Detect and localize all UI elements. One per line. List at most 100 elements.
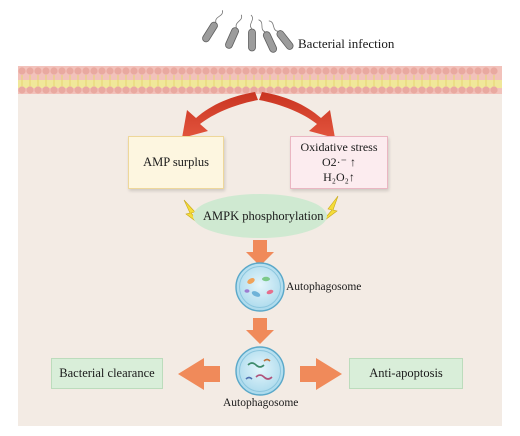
lipid-head [282,67,290,75]
ampk-ellipse [193,194,327,238]
lipid-head [106,86,114,94]
lipid-head [154,67,162,75]
lipid-head [426,67,434,75]
lipid-head [82,86,90,94]
lipid-head [450,67,458,75]
lipid-head [474,86,482,94]
bacterial-clearance-label: Bacterial clearance [59,366,155,380]
lipid-head [138,67,146,75]
lipid-head [178,86,186,94]
lipid-head [74,86,82,94]
lipid-head [474,67,482,75]
lipid-head [314,86,322,94]
lipid-head [266,67,274,75]
lipid-head [114,86,122,94]
lipid-head [434,67,442,75]
lipid-head [210,86,218,94]
lipid-head [402,86,410,94]
lipid-head [442,67,450,75]
lipid-head [226,67,234,75]
lipid-head [362,86,370,94]
lipid-head [258,86,266,94]
autophagosome-label-upper: Autophagosome [286,281,362,293]
lipid-head [90,67,98,75]
lipid-head [42,86,50,94]
lipid-head [234,67,242,75]
bacteria-group [202,10,294,53]
lipid-head [338,67,346,75]
lipid-head [362,67,370,75]
superoxide-label: O2·⁻ ↑ [322,155,356,169]
lipid-head [90,86,98,94]
lipid-head [394,67,402,75]
lipid-head [354,86,362,94]
lipid-head [434,86,442,94]
lipid-head [258,67,266,75]
lipid-head [106,67,114,75]
lipid-head [178,67,186,75]
lipid-head [346,67,354,75]
lipid-head [186,86,194,94]
lipid-head [298,86,306,94]
amp-surplus-box: AMP surplus [128,136,224,189]
arrow-down-1 [246,240,274,266]
bacterium-icon [268,20,294,50]
lipid-head [74,67,82,75]
lipid-head [162,67,170,75]
lipid-head [66,67,74,75]
lipid-head [386,67,394,75]
oxidative-stress-box: Oxidative stress O2·⁻ ↑ H₂O₂↑ [290,136,388,189]
lipid-head [274,86,282,94]
lipid-head [370,86,378,94]
cell-membrane [18,66,502,94]
lipid-head [130,67,138,75]
lipid-head [50,86,58,94]
lipid-head [322,67,330,75]
lipid-head [482,67,490,75]
lipid-head [418,67,426,75]
lipid-head [378,67,386,75]
lipid-head [322,86,330,94]
lipid-head [490,67,498,75]
ampk-label: AMPK phosphorylation [203,209,324,223]
lipid-head [314,67,322,75]
lipid-head [402,67,410,75]
lipid-head [466,67,474,75]
lipid-head [170,67,178,75]
bacterium-icon [225,14,243,49]
lipid-head [138,86,146,94]
lipid-head [42,67,50,75]
arrow-down-2 [246,318,274,344]
lipid-head [466,86,474,94]
lipid-head [170,86,178,94]
autophagosome-label-lower: Autophagosome [223,397,299,409]
lipid-head [410,67,418,75]
lipid-head [202,67,210,75]
lipid-head [82,67,90,75]
lipid-head [234,86,242,94]
lipid-head [370,67,378,75]
lipid-head [210,67,218,75]
lipid-head [330,67,338,75]
lipid-head [34,67,42,75]
lipid-head [26,67,34,75]
oxidative-stress-label: Oxidative stress [300,140,378,154]
lipid-head [154,86,162,94]
lipid-head [458,86,466,94]
lipid-head [482,86,490,94]
lipid-head [162,86,170,94]
lipid-head [34,86,42,94]
lipid-head [226,86,234,94]
lipid-head [386,86,394,94]
lipid-head [66,86,74,94]
lipid-head [146,67,154,75]
lipid-head [394,86,402,94]
lipid-head [58,67,66,75]
lipid-head [410,86,418,94]
infection-label: Bacterial infection [298,36,395,51]
lipid-head [418,86,426,94]
vesicle-icon [235,346,285,396]
lipid-head [378,86,386,94]
lipid-head [458,67,466,75]
